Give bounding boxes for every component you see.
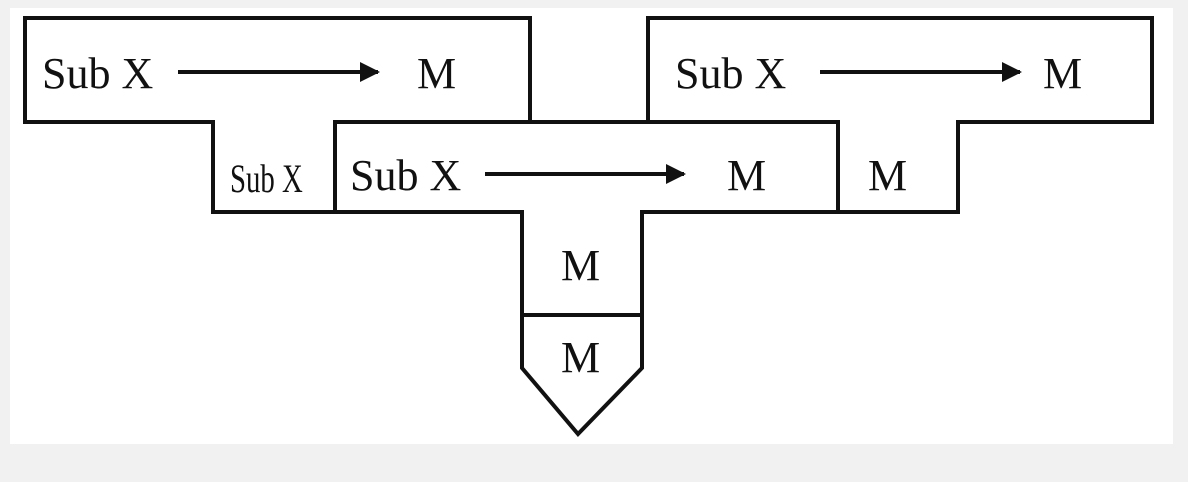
- right-block-source-label: Sub X: [675, 49, 786, 98]
- center-block-tip-label: M: [561, 333, 600, 382]
- left-block-target-label: M: [417, 49, 456, 98]
- center-block-target-label: M: [727, 151, 766, 200]
- center-block-tip-shape: [520, 313, 644, 437]
- right-block-target-label: M: [1043, 49, 1082, 98]
- center-block-source-label: Sub X: [350, 151, 461, 200]
- left-block-source-label: Sub X: [42, 49, 153, 98]
- center-block-stem-label: M: [561, 241, 600, 290]
- right-block-stub-label: M: [868, 151, 907, 200]
- left-block-stub-label: Sub X: [230, 156, 303, 201]
